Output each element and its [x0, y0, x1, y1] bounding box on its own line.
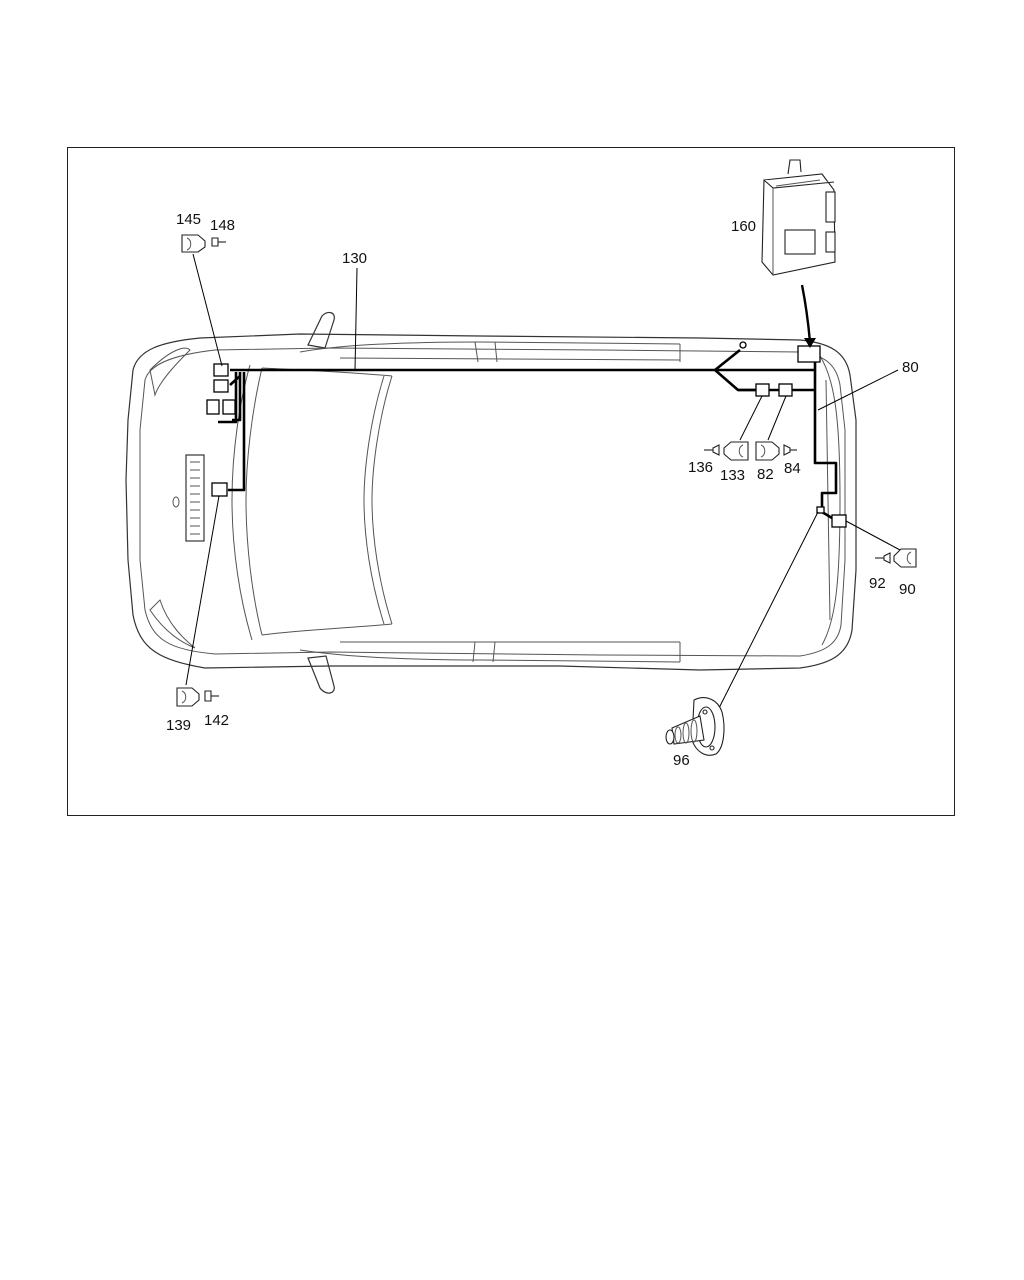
connector-82: [778, 383, 793, 397]
connector-90: [831, 514, 847, 528]
callout-145: 145: [176, 211, 202, 228]
grille: [185, 454, 205, 542]
callout-84: 84: [784, 460, 801, 477]
module-160-part: [761, 159, 836, 276]
part-139: [176, 687, 200, 707]
part-145: [181, 234, 206, 253]
diagram-frame: [67, 147, 955, 816]
harness-80: [792, 370, 838, 520]
connector-145: [213, 363, 229, 377]
connector-160: [797, 345, 821, 363]
vehicle-body-outline: [125, 311, 857, 694]
connector-139: [211, 482, 228, 497]
callout-130: 130: [342, 250, 368, 267]
leader-lines: [185, 253, 901, 711]
callout-96: 96: [673, 752, 690, 769]
callout-148: 148: [210, 217, 236, 234]
connector-133: [755, 383, 770, 397]
callout-139: 139: [166, 717, 192, 734]
callout-142: 142: [204, 712, 230, 729]
part-90: [893, 548, 917, 568]
callout-80: 80: [902, 359, 919, 376]
callout-136: 136: [688, 459, 714, 476]
callout-133: 133: [720, 467, 746, 484]
connectors: [206, 345, 847, 528]
part-84: [783, 444, 797, 456]
part-82: [755, 441, 780, 461]
part-96-grommet: [665, 697, 725, 756]
part-148: [211, 237, 226, 247]
callout-160: 160: [731, 218, 757, 235]
ground-point: [739, 341, 747, 349]
part-92: [875, 552, 891, 564]
callout-92: 92: [869, 575, 886, 592]
callout-82: 82: [757, 466, 774, 483]
connector-96: [816, 506, 825, 514]
harness-130: [218, 348, 817, 492]
part-142: [204, 690, 219, 702]
callout-90: 90: [899, 581, 916, 598]
part-136: [704, 444, 720, 456]
part-133: [723, 441, 749, 461]
